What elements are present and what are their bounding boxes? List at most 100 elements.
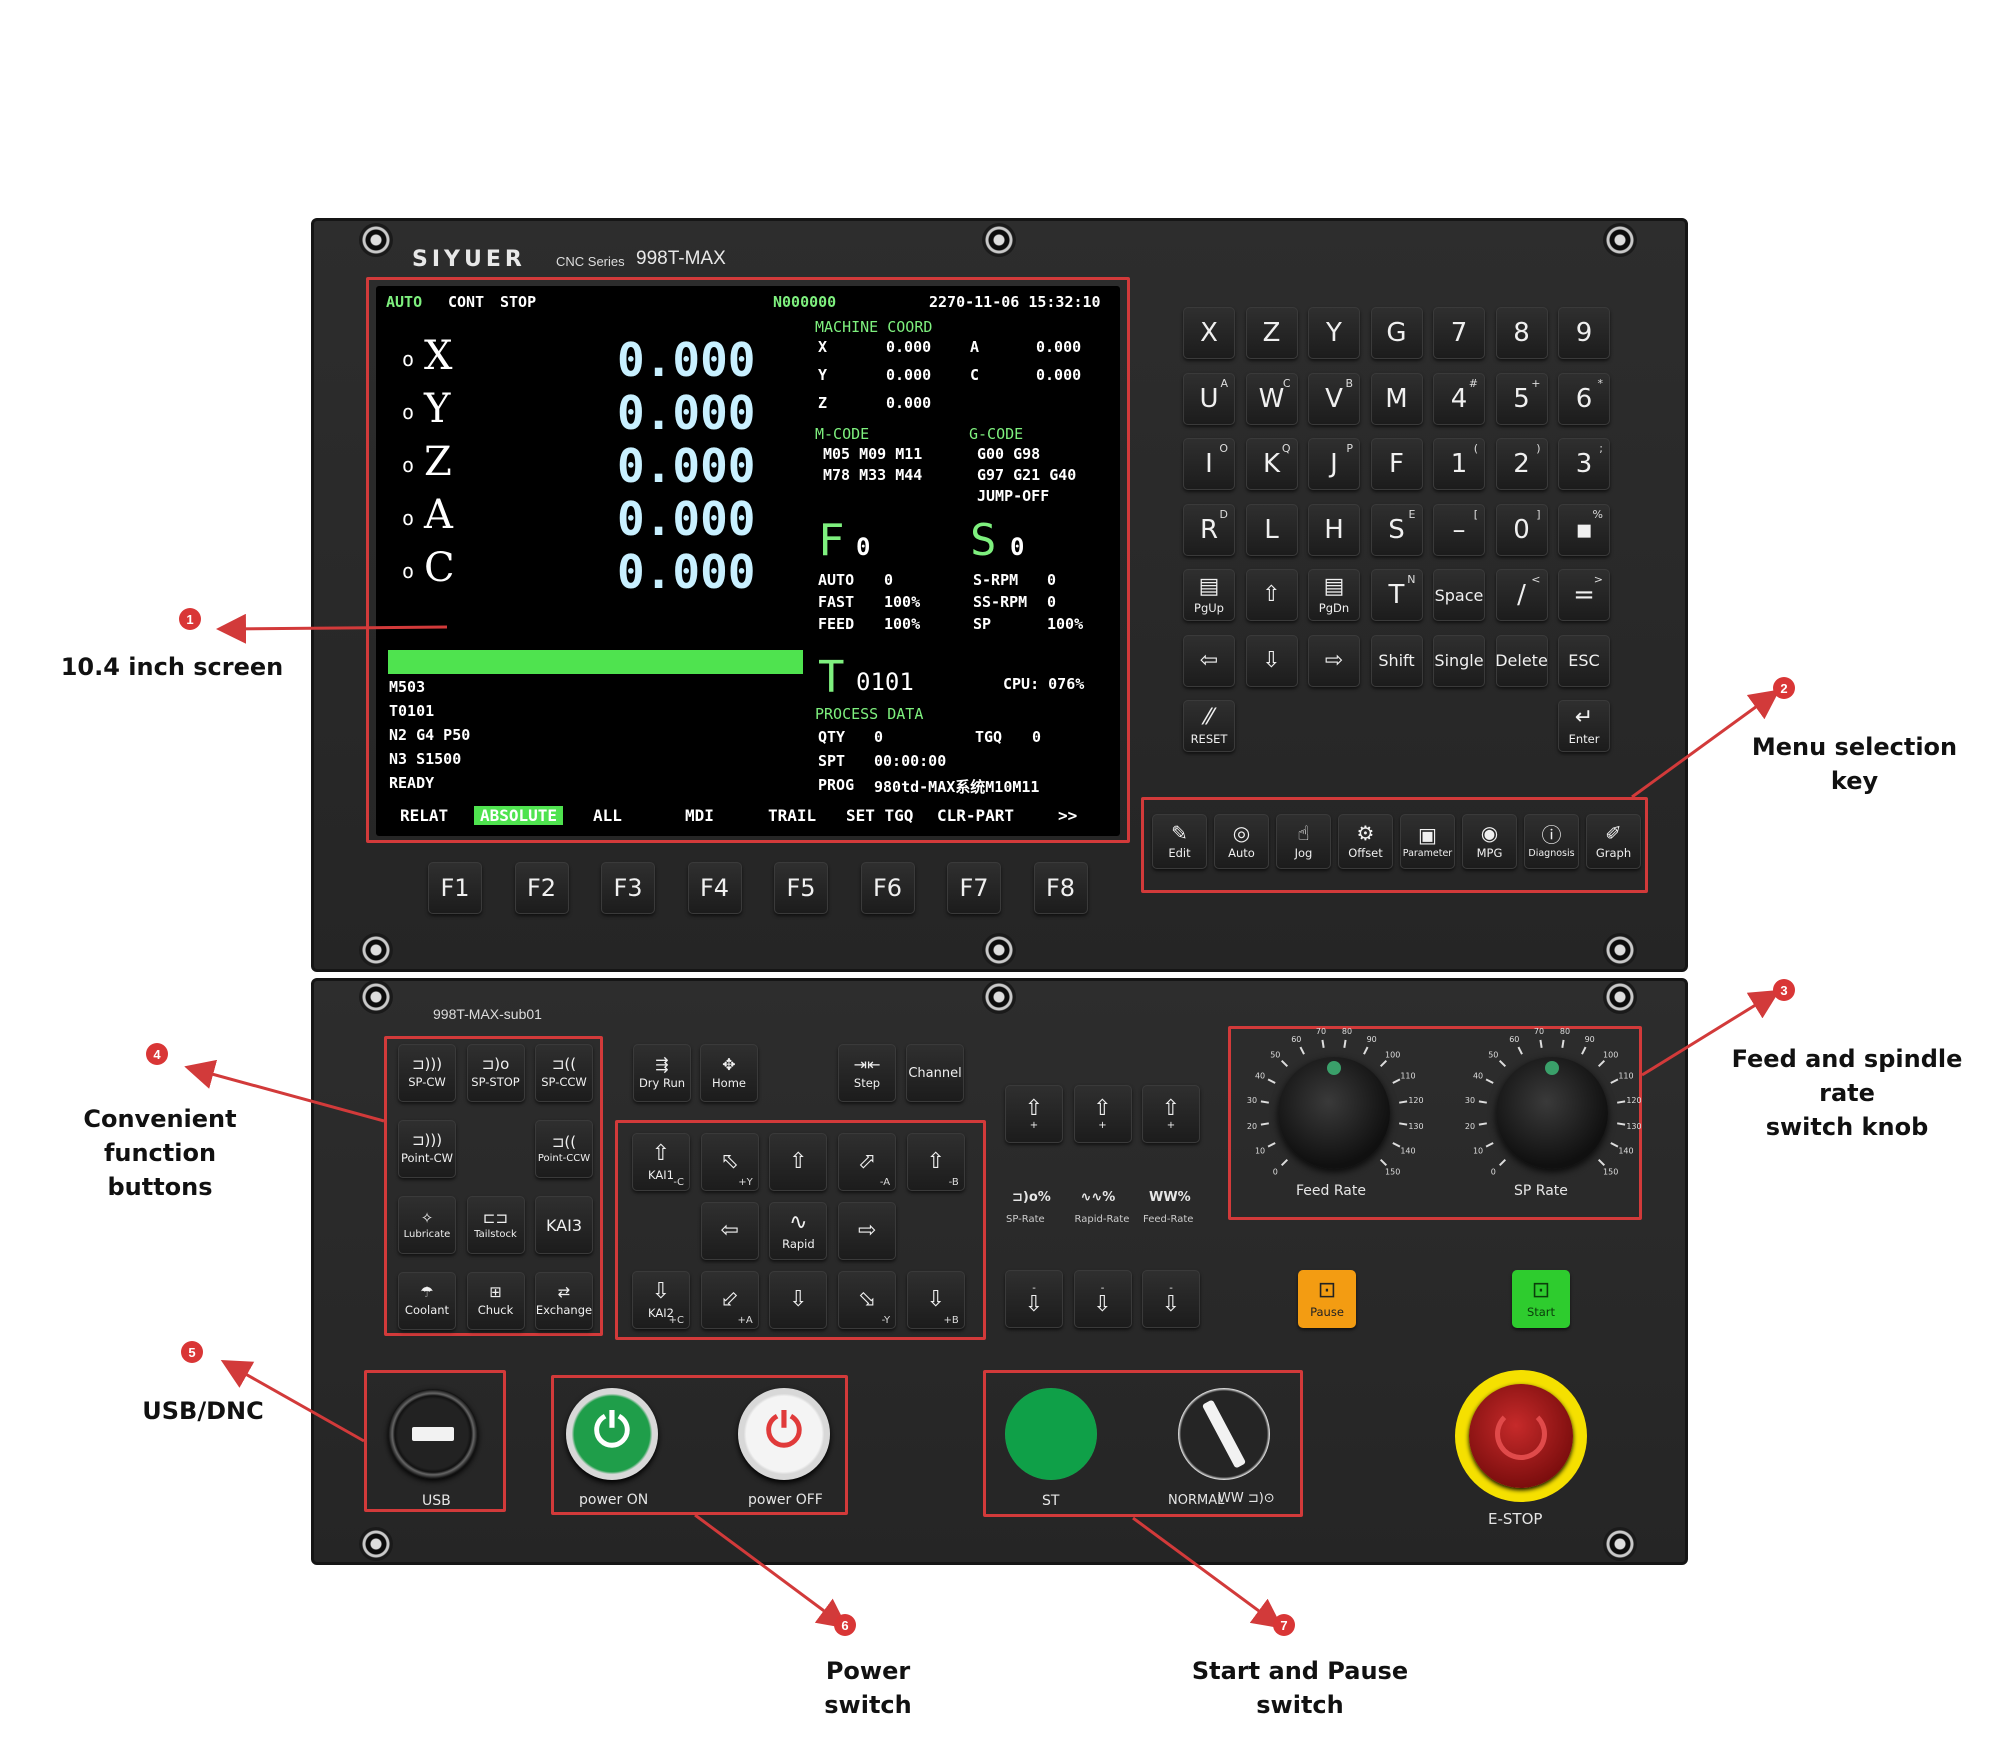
- key-single[interactable]: Single: [1433, 634, 1485, 687]
- point-cw-button[interactable]: ⊐)))Point-CW: [398, 1120, 456, 1178]
- jog-key-11[interactable]: ⬃+A: [700, 1271, 759, 1329]
- fkey-f1[interactable]: F1: [428, 862, 482, 914]
- jog-key-0[interactable]: ⇧KAI1-C: [632, 1133, 690, 1191]
- rate-up-0[interactable]: ⇧+: [1005, 1085, 1063, 1143]
- sp-cw-button[interactable]: ⊐)))SP-CW: [398, 1044, 456, 1102]
- key-x[interactable]: X: [1183, 307, 1235, 359]
- softkey-absolute[interactable]: ABSOLUTE: [474, 806, 564, 825]
- menu-offset[interactable]: ⚙Offset: [1338, 814, 1393, 869]
- key-esc[interactable]: ESC: [1558, 634, 1610, 687]
- softkey-relat[interactable]: RELAT: [400, 806, 449, 825]
- point-ccw-button[interactable]: ⊐((Point-CCW: [535, 1120, 593, 1178]
- key-f[interactable]: F: [1370, 438, 1423, 490]
- fkey-f8[interactable]: F8: [1033, 862, 1088, 914]
- menu-edit[interactable]: ✎Edit: [1152, 814, 1207, 869]
- key-2[interactable]: 2): [1495, 438, 1548, 490]
- softkey--[interactable]: >>: [1058, 806, 1078, 825]
- sp-ccw-button[interactable]: ⊐((SP-CCW: [535, 1044, 593, 1102]
- fkey-f2[interactable]: F2: [514, 862, 569, 914]
- key-sym[interactable]: –[: [1433, 503, 1485, 556]
- jog-key-6[interactable]: ⇦: [700, 1202, 759, 1260]
- fkey-f4[interactable]: F4: [687, 862, 742, 914]
- coolant-button[interactable]: ☂Coolant: [398, 1272, 456, 1330]
- jog-key-2[interactable]: ⇧: [769, 1133, 828, 1191]
- softkey-all[interactable]: ALL: [593, 806, 622, 825]
- fkey-f7[interactable]: F7: [947, 862, 1001, 914]
- key-5[interactable]: 5+: [1495, 372, 1548, 425]
- key-1[interactable]: 1(: [1433, 438, 1485, 490]
- step-button[interactable]: ⇥⇤Step: [838, 1044, 896, 1102]
- fkey-f5[interactable]: F5: [774, 862, 828, 914]
- softkey-trail[interactable]: TRAIL: [768, 806, 817, 825]
- key-shift[interactable]: Shift: [1370, 634, 1423, 687]
- rate-down-2[interactable]: -⇩: [1142, 1270, 1200, 1328]
- jog-key-7[interactable]: ∿Rapid: [769, 1202, 828, 1260]
- menu-parameter[interactable]: ▣Parameter: [1400, 814, 1455, 869]
- jog-key-14[interactable]: ⇩+B: [906, 1271, 965, 1329]
- key-arrow[interactable]: ⇧: [1245, 569, 1298, 621]
- menu-mpg[interactable]: ◉MPG: [1462, 814, 1517, 869]
- key-0[interactable]: 0]: [1495, 503, 1548, 556]
- start-button[interactable]: ⊡ Start: [1512, 1270, 1570, 1328]
- softkey-clr-part[interactable]: CLR-PART: [937, 806, 1015, 825]
- jog-key-8[interactable]: ⇨: [838, 1202, 897, 1260]
- tailstock-button[interactable]: ⊏⊐Tailstock: [466, 1196, 525, 1254]
- sp-rate-knob[interactable]: [1496, 1057, 1608, 1169]
- jog-key-13[interactable]: ⬂-Y: [838, 1271, 897, 1329]
- key-sym[interactable]: /<: [1495, 569, 1548, 621]
- chuck-button[interactable]: ⊞Chuck: [466, 1272, 525, 1330]
- jog-key-3[interactable]: ⬀-A: [838, 1133, 897, 1191]
- softkey-mdi[interactable]: MDI: [685, 806, 714, 825]
- st-button[interactable]: [1005, 1388, 1097, 1480]
- menu-jog[interactable]: ☝Jog: [1276, 814, 1331, 869]
- key-z[interactable]: Z: [1245, 307, 1298, 359]
- key-g[interactable]: G: [1370, 307, 1423, 359]
- kai3-button[interactable]: KAI3: [535, 1196, 593, 1254]
- key-pgup[interactable]: ▤PgUp: [1183, 569, 1235, 621]
- key-arrow[interactable]: ⇩: [1245, 634, 1298, 687]
- key-space[interactable]: Space: [1433, 569, 1485, 621]
- softkey-set-tgq[interactable]: SET TGQ: [846, 806, 914, 825]
- key-sym[interactable]: ▪%: [1558, 503, 1610, 556]
- menu-auto[interactable]: ◎Auto: [1214, 814, 1269, 869]
- channel-button[interactable]: Channel: [906, 1044, 964, 1102]
- jog-key-10[interactable]: ⇩KAI2+C: [632, 1271, 690, 1329]
- key-m[interactable]: M: [1370, 372, 1423, 425]
- key-arrow[interactable]: ⇨: [1308, 634, 1360, 687]
- key-enter[interactable]: ↵Enter: [1558, 700, 1610, 752]
- key-pgdn[interactable]: ▤PgDn: [1308, 569, 1360, 621]
- key-y[interactable]: Y: [1308, 307, 1360, 359]
- key-sym[interactable]: =>: [1558, 569, 1610, 621]
- key-delete[interactable]: Delete: [1495, 634, 1548, 687]
- key-6[interactable]: 6*: [1558, 372, 1610, 425]
- pause-button[interactable]: ⊡ Pause: [1298, 1270, 1356, 1328]
- key-arrow[interactable]: ⇦: [1183, 634, 1235, 687]
- key-9[interactable]: 9: [1558, 307, 1610, 359]
- key-4[interactable]: 4#: [1433, 372, 1485, 425]
- jog-key-4[interactable]: ⇧-B: [906, 1133, 965, 1191]
- dry-run-button[interactable]: ⇶Dry Run: [633, 1044, 691, 1102]
- lubricate-button[interactable]: ✧Lubricate: [398, 1196, 456, 1254]
- fkey-f6[interactable]: F6: [860, 862, 915, 914]
- feed-rate-knob[interactable]: [1278, 1057, 1390, 1169]
- key-h[interactable]: H: [1308, 503, 1360, 556]
- menu-graph[interactable]: ✐Graph: [1586, 814, 1641, 869]
- jog-key-12[interactable]: ⇩: [769, 1271, 828, 1329]
- key-8[interactable]: 8: [1495, 307, 1548, 359]
- power-off-button[interactable]: [738, 1388, 830, 1480]
- home-button[interactable]: ✥Home: [700, 1044, 758, 1102]
- key-reset[interactable]: ⁄⁄RESET: [1183, 700, 1235, 752]
- rate-down-1[interactable]: -⇩: [1073, 1270, 1132, 1328]
- exchange-button[interactable]: ⇄Exchange: [535, 1272, 593, 1330]
- key-l[interactable]: L: [1245, 503, 1298, 556]
- key-3[interactable]: 3;: [1558, 438, 1610, 490]
